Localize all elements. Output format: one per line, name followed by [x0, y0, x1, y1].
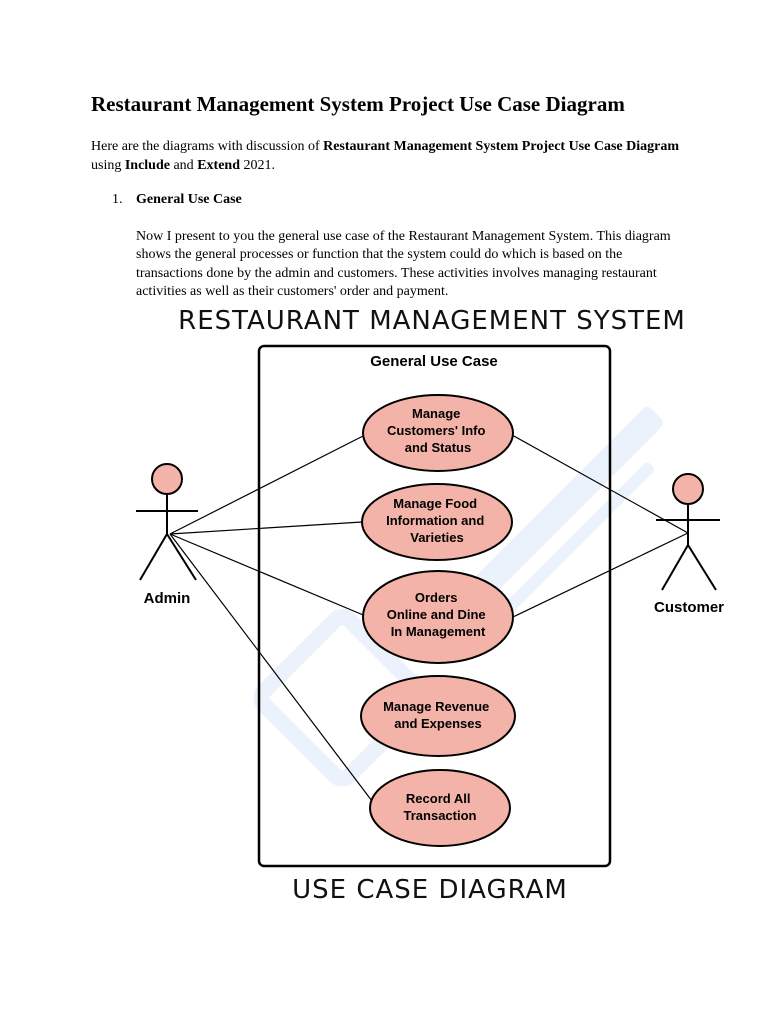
- customer-actor: [656, 473, 720, 591]
- admin-actor: [136, 463, 198, 581]
- customer-label: Customer: [654, 599, 724, 616]
- assoc-admin-uc1: [169, 434, 366, 535]
- bottom-caption: USE CASE DIAGRAM: [292, 875, 568, 905]
- assoc-admin-uc2: [169, 521, 363, 535]
- top-caption: RESTAURANT MANAGEMENT SYSTEM: [178, 306, 686, 336]
- use-case-5: Record All Transaction: [369, 769, 511, 847]
- use-case-1: Manage Customers' Info and Status: [362, 394, 514, 472]
- admin-label: Admin: [144, 590, 191, 607]
- assoc-customer-uc3: [512, 532, 689, 618]
- assoc-admin-uc5: [169, 533, 376, 806]
- assoc-customer-uc1: [511, 434, 689, 534]
- svg-text:Record All Transaction: Record All Transaction: [404, 791, 477, 823]
- association-lines: [169, 434, 689, 806]
- assoc-admin-uc3: [169, 533, 369, 618]
- svg-text:Manage Food Information: Manage Food Information and Varieties: [386, 496, 488, 545]
- use-case-3: Orders Online and Dine In Management: [362, 570, 514, 664]
- svg-text:Orders Online and Dine: Orders Online and Dine In Management: [387, 590, 490, 639]
- use-case-4: Manage Revenue and Expenses: [360, 675, 516, 757]
- list-number: 1.: [112, 192, 123, 207]
- system-boundary-title: General Use Case: [370, 353, 498, 370]
- intro-paragraph: Here are the diagrams with discussion of…: [91, 139, 679, 173]
- svg-text:Manage Revenue and Expen: Manage Revenue and Expenses: [383, 699, 493, 731]
- system-boundary: [257, 344, 612, 868]
- description-paragraph: Now I present to you the general use cas…: [136, 229, 671, 299]
- page-title: Restaurant Management System Project Use…: [91, 92, 625, 116]
- list-heading: General Use Case: [136, 192, 242, 207]
- svg-text:Manage Customers' Info: Manage Customers' Info and Status: [387, 406, 489, 455]
- use-case-2: Manage Food Information and Varieties: [361, 483, 513, 561]
